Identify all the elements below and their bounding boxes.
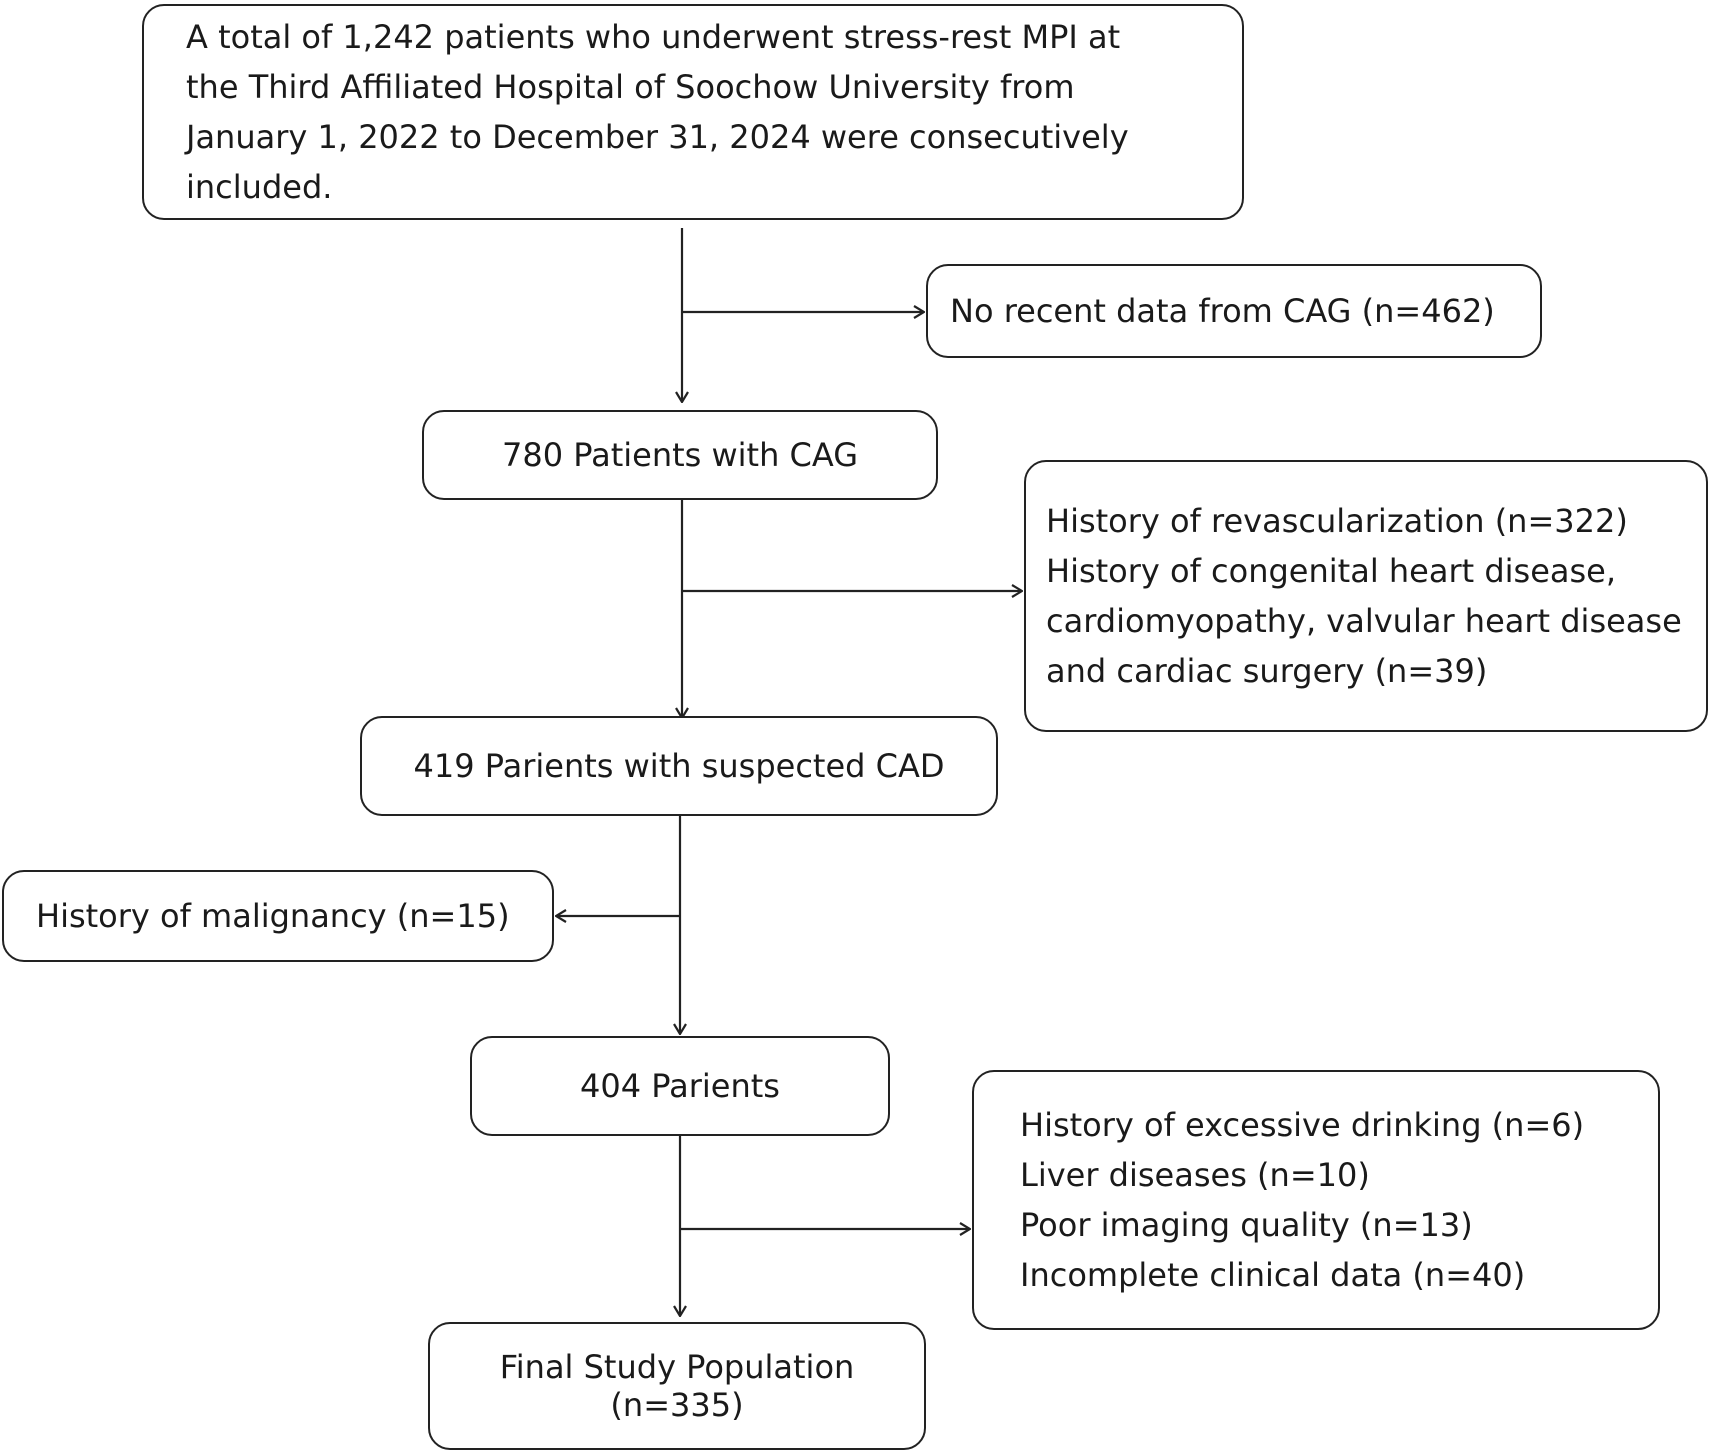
enrollment-text-line: included. xyxy=(186,168,333,206)
excluded-history-text-line: cardiomyopathy, valvular heart disease xyxy=(1046,602,1682,640)
final-population-title: Final Study Population xyxy=(499,1348,855,1386)
excluded-malignancy-text: History of malignancy (n=15) xyxy=(36,897,510,935)
box-excluded-history: History of revascularization (n=322) His… xyxy=(1024,460,1708,732)
patients-cag-text: 780 Patients with CAG xyxy=(501,436,859,474)
box-patients-404: 404 Parients xyxy=(470,1036,890,1136)
box-excluded-other: History of excessive drinking (n=6) Live… xyxy=(972,1070,1660,1330)
final-population-count: (n=335) xyxy=(610,1386,744,1424)
excluded-no-cag-text: No recent data from CAG (n=462) xyxy=(950,292,1495,330)
box-suspected-cad: 419 Parients with suspected CAD xyxy=(360,716,998,816)
enrollment-text-line: A total of 1,242 patients who underwent … xyxy=(186,18,1121,56)
box-excluded-no-cag: No recent data from CAG (n=462) xyxy=(926,264,1542,358)
excluded-other-text-line: Incomplete clinical data (n=40) xyxy=(1020,1256,1526,1294)
enrollment-text-line: January 1, 2022 to December 31, 2024 wer… xyxy=(186,118,1129,156)
box-enrollment: A total of 1,242 patients who underwent … xyxy=(142,4,1244,220)
enrollment-text-line: the Third Affiliated Hospital of Soochow… xyxy=(186,68,1075,106)
box-excluded-malignancy: History of malignancy (n=15) xyxy=(2,870,554,962)
box-patients-cag: 780 Patients with CAG xyxy=(422,410,938,500)
patients-404-text: 404 Parients xyxy=(580,1067,780,1105)
excluded-other-text-line: History of excessive drinking (n=6) xyxy=(1020,1106,1585,1144)
excluded-other-text-line: Liver diseases (n=10) xyxy=(1020,1156,1370,1194)
excluded-other-text-line: Poor imaging quality (n=13) xyxy=(1020,1206,1473,1244)
suspected-cad-text: 419 Parients with suspected CAD xyxy=(413,747,945,785)
excluded-history-text-line: History of revascularization (n=322) xyxy=(1046,502,1628,540)
excluded-history-text-line: and cardiac surgery (n=39) xyxy=(1046,652,1488,690)
box-final-population: Final Study Population (n=335) xyxy=(428,1322,926,1450)
excluded-history-text-line: History of congenital heart disease, xyxy=(1046,552,1617,590)
